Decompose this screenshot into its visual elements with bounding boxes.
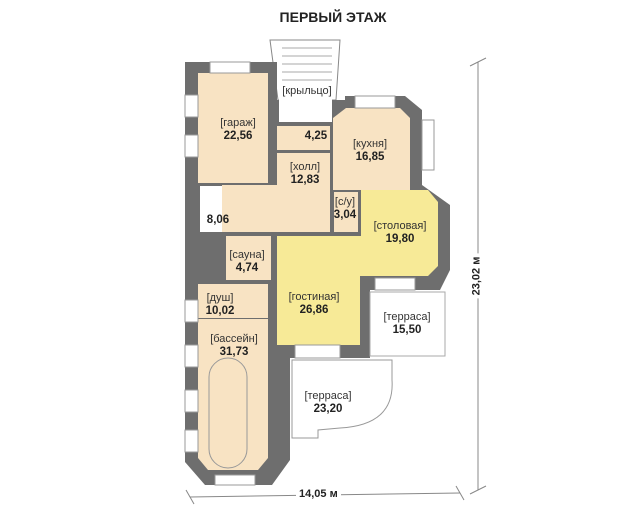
room-label-porch: [крыльцо] <box>282 85 331 98</box>
room-name: [столовая] <box>373 220 427 232</box>
pool-basin <box>208 357 248 469</box>
room-4-25 <box>277 126 330 150</box>
room-shower <box>198 284 268 318</box>
room-area: 4,74 <box>235 262 259 274</box>
room-label-terrace-1: [терраса]15,50 <box>383 311 430 337</box>
room-name: [с/у] <box>334 196 356 208</box>
room-area: 3,04 <box>333 209 357 221</box>
room-name: [сауна] <box>229 249 265 261</box>
room-garage <box>198 73 268 183</box>
room-label-hall: [холл]12,83 <box>290 161 320 187</box>
room-area: 12,83 <box>290 174 320 186</box>
plan-title: ПЕРВЫЙ ЭТАЖ <box>279 9 387 25</box>
room-area: 19,80 <box>385 233 415 245</box>
room-pool <box>198 319 268 470</box>
room-name: [бассейн] <box>210 333 258 345</box>
room-name: [терраса] <box>304 390 352 402</box>
room-name: [холл] <box>289 161 321 173</box>
room-area: 22,56 <box>223 130 253 142</box>
room-label-garage: [гараж]22,56 <box>220 117 256 143</box>
room-label-pool: [бассейн]31,73 <box>210 333 258 359</box>
terrace-15-50 <box>369 291 446 357</box>
room-label-4-25: 4,25 <box>305 130 327 143</box>
rooms <box>184 61 446 486</box>
room-label-dining: [столовая]19,80 <box>374 220 427 246</box>
room-name: [гараж] <box>220 117 256 129</box>
room-area: 4,25 <box>304 130 328 142</box>
room-porch <box>279 84 332 122</box>
room-name: [терраса] <box>383 311 431 323</box>
room-wc <box>334 192 358 232</box>
room-area: 10,02 <box>205 305 235 317</box>
room-area: 26,86 <box>299 304 329 316</box>
room-label-sauna: [сауна]4,74 <box>229 249 264 275</box>
room-area: 8,06 <box>206 214 230 226</box>
room-kitchen <box>333 108 410 190</box>
room-label-kitchen: [кухня]16,85 <box>353 138 387 164</box>
room-label-wc: [с/у]3,04 <box>334 196 356 222</box>
room-stair-8-06 <box>200 186 222 232</box>
room-area: 31,73 <box>219 346 249 358</box>
room-label-shower: [душ]10,02 <box>206 292 235 318</box>
room-name: [крыльцо] <box>282 85 332 97</box>
width-dimension: 14,05 м <box>296 488 341 500</box>
room-name: [душ] <box>206 292 234 304</box>
room-label-living: [гостиная]26,86 <box>289 291 340 317</box>
room-label-8-06: 8,06 <box>207 214 229 227</box>
room-name: [кухня] <box>352 138 388 150</box>
room-label-terrace-2: [терраса]23,20 <box>304 390 351 416</box>
room-dining-living <box>277 190 438 345</box>
terrace-23-20 <box>291 359 393 439</box>
room-area: 23,20 <box>313 403 343 415</box>
room-name: [гостиная] <box>288 291 340 303</box>
length-dimension: 23,02 м <box>470 253 483 299</box>
room-area: 16,85 <box>355 151 385 163</box>
room-area: 15,50 <box>392 324 422 336</box>
room-hall <box>222 153 330 232</box>
room-sauna <box>226 236 271 280</box>
